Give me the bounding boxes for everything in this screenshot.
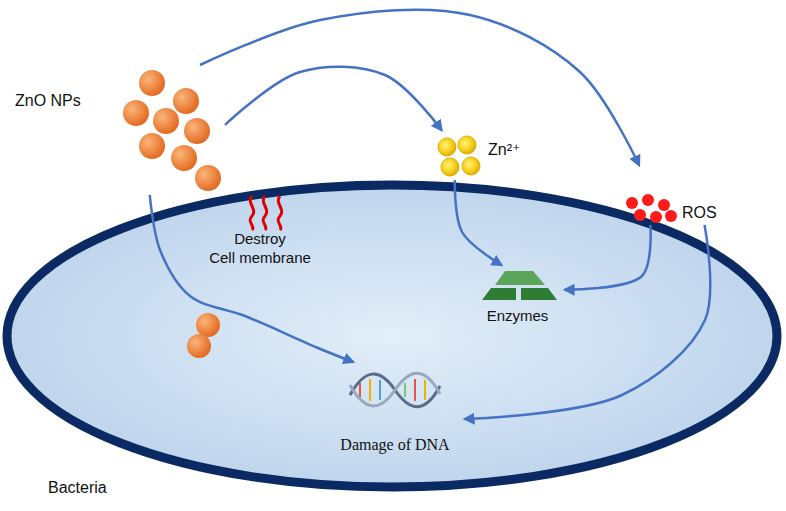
internal-zno-particles: [187, 313, 220, 358]
ros-dot: [626, 197, 638, 209]
bacterium-cell: Bacteria Destroy Cell membraneEnzymesDama…: [0, 178, 786, 511]
zno-particle: [139, 70, 165, 96]
zinc-ion: [438, 138, 456, 156]
flow-arrow: [455, 180, 502, 265]
zno-particle: [184, 118, 210, 144]
zno-particle: [139, 133, 165, 159]
flow-arrow: [150, 195, 353, 362]
zno-particle: [196, 313, 220, 337]
zinc-ion: [458, 136, 476, 154]
flow-arrow: [225, 67, 442, 130]
particle-label: ZnO NPs: [15, 91, 81, 110]
zno-particle: [187, 334, 211, 358]
ros-dot: [642, 194, 654, 206]
dna-strand: [350, 373, 440, 406]
zinc-ion: [441, 158, 459, 176]
label-line: Destroy: [234, 230, 286, 247]
membrane-damage: Destroy Cell membrane: [205, 190, 315, 268]
zinc-ion-cluster: [438, 136, 480, 176]
dna-damage: Damage of DNA: [325, 362, 465, 457]
ros-label: ROS: [682, 203, 717, 222]
enzyme-symbol: [482, 271, 557, 300]
ros-dot: [650, 211, 662, 223]
flow-arrow: [465, 225, 710, 419]
dna-rung: [359, 383, 361, 397]
enzyme-top: [495, 271, 545, 285]
reactive-oxygen-species: ROS: [620, 165, 715, 225]
damage-squiggle: [250, 196, 254, 230]
enzymes: Enzymes: [470, 265, 565, 327]
cell-membrane: [7, 185, 777, 487]
zno-nanoparticles: ZnO NPs: [10, 65, 225, 195]
cell-outline: [0, 178, 786, 511]
zno-particle: [171, 145, 197, 171]
flow-arrow: [200, 10, 639, 165]
effect-label: Damage of DNA: [325, 435, 465, 454]
dna-rung: [379, 380, 381, 400]
ros-dot: [665, 210, 677, 222]
enzyme-left: [482, 288, 516, 300]
ros-dot: [634, 209, 646, 221]
dna-strand: [350, 374, 440, 407]
damage-squiggle: [278, 196, 282, 230]
effect-label: Destroy Cell membrane: [205, 229, 315, 267]
label-line: Cell membrane: [205, 248, 315, 267]
zinc-ion: [462, 157, 480, 175]
zno-particle: [123, 100, 149, 126]
zno-particle-cluster: [123, 70, 221, 191]
ros-dots: [626, 194, 677, 223]
zno-particle: [173, 88, 199, 114]
ros-dot: [658, 199, 670, 211]
cell-label: Bacteria: [48, 478, 107, 497]
membrane-damage-marks: [250, 196, 282, 230]
flow-arrow: [565, 225, 651, 290]
dna-rung: [404, 383, 406, 397]
dna-rung: [414, 379, 416, 401]
zinc-ions: Zn²⁺: [432, 130, 527, 180]
dna-rung: [424, 380, 426, 400]
target-label: Enzymes: [470, 306, 565, 325]
dna-rung: [369, 379, 371, 401]
damage-squiggle: [263, 196, 267, 230]
ion-label: Zn²⁺: [488, 140, 520, 159]
dna-helix: [350, 373, 440, 407]
enzyme-right: [521, 288, 557, 300]
zno-particle: [153, 108, 179, 134]
zno-particle: [195, 165, 221, 191]
